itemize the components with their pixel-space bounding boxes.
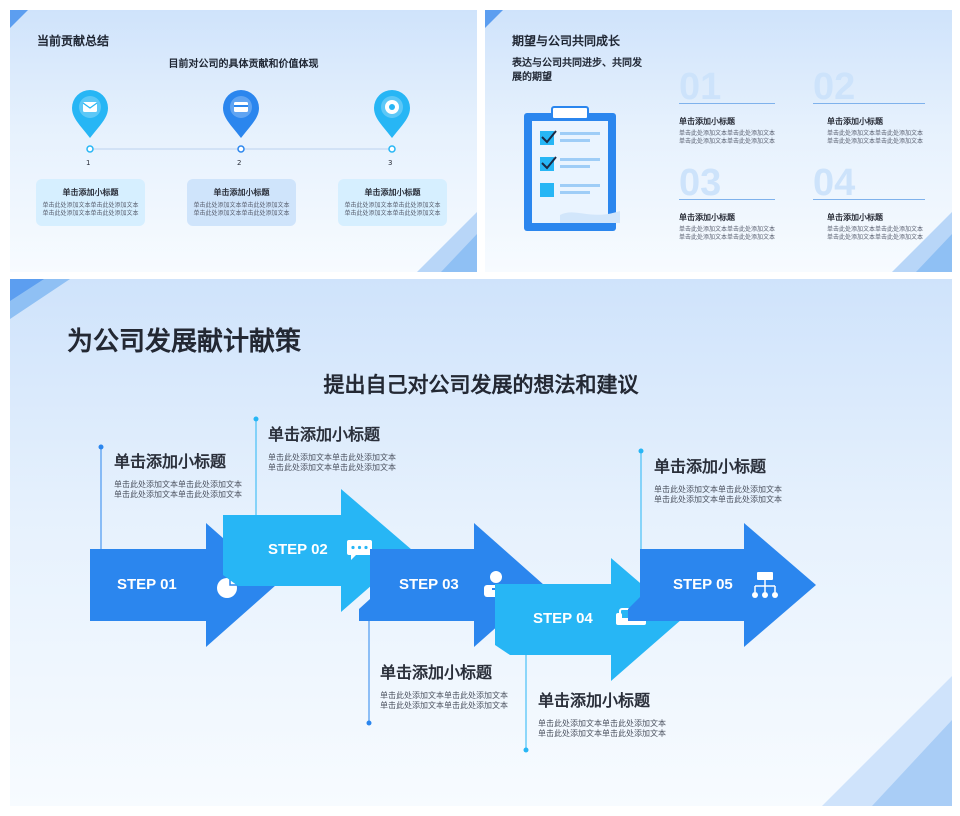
clipboard-illustration xyxy=(524,106,620,231)
slide-grow-together[interactable]: 期望与公司共同成长 表达与公司共同进步、共同发 展的期望 01 单击添加小标题 … xyxy=(485,10,952,272)
step-text: 单击此处添加文本单击此处添加文本 xyxy=(114,480,242,489)
step-text-04: 单击添加小标题 单击此处添加文本单击此处添加文本 单击此处添加文本单击此处添加文… xyxy=(538,687,666,739)
item-card[interactable]: 单击添加小标题 单击此处添加文本单击此处添加文本 单击此处添加文本单击此处添加文… xyxy=(187,179,296,226)
item-text: 单击此处添加文本单击此处添加文本 xyxy=(679,138,776,145)
step-text: 单击此处添加文本单击此处添加文本 xyxy=(380,691,508,700)
step-text: 单击此处添加文本单击此处添加文本 xyxy=(268,453,396,462)
step-text: 单击此处添加文本单击此处添加文本 xyxy=(538,729,666,738)
item-text: 单击此处添加文本单击此处添加文本 xyxy=(42,210,139,217)
location-pin xyxy=(72,90,108,138)
slide-subtitle: 目前对公司的具体贡献和价值体现 xyxy=(168,59,319,70)
slide-description: 展的期望 xyxy=(512,72,552,83)
item-text: 单击此处添加文本单击此处添加文本 xyxy=(193,202,290,209)
item-text: 单击此处添加文本单击此处添加文本 xyxy=(679,226,776,233)
slide-description: 表达与公司共同进步、共同发 xyxy=(512,58,642,69)
item-number: 01 xyxy=(679,66,722,108)
item-text: 单击此处添加文本单击此处添加文本 xyxy=(827,234,924,241)
target-icon xyxy=(385,100,399,114)
step-text-05: 单击添加小标题 单击此处添加文本单击此处添加文本 单击此处添加文本单击此处添加文… xyxy=(654,453,782,505)
step-label: STEP 05 xyxy=(673,576,733,593)
mail-icon xyxy=(82,102,98,112)
step-text: 单击此处添加文本单击此处添加文本 xyxy=(114,490,242,499)
step-heading: 单击添加小标题 xyxy=(654,457,767,476)
item-heading: 单击添加小标题 xyxy=(62,188,119,197)
item-text: 单击此处添加文本单击此处添加文本 xyxy=(679,130,776,137)
numbered-item[interactable]: 02 单击添加小标题 单击此处添加文本单击此处添加文本 单击此处添加文本单击此处… xyxy=(813,66,925,146)
item-text: 单击此处添加文本单击此处添加文本 xyxy=(344,202,441,209)
step-label: STEP 03 xyxy=(399,576,459,593)
item-text: 单击此处添加文本单击此处添加文本 xyxy=(42,202,139,209)
corner-decoration xyxy=(10,10,28,28)
slide-title: 当前贡献总结 xyxy=(37,34,110,48)
step-text: 单击此处添加文本单击此处添加文本 xyxy=(654,495,782,504)
item-number: 03 xyxy=(679,162,722,204)
item-text: 单击此处添加文本单击此处添加文本 xyxy=(827,130,924,137)
item-heading: 单击添加小标题 xyxy=(827,117,883,126)
step-label: STEP 02 xyxy=(268,541,328,558)
slide-title: 期望与公司共同成长 xyxy=(512,34,621,48)
step-text-03: 单击添加小标题 单击此处添加文本单击此处添加文本 单击此处添加文本单击此处添加文… xyxy=(380,659,508,711)
step-text: 单击此处添加文本单击此处添加文本 xyxy=(380,701,508,710)
item-text: 单击此处添加文本单击此处添加文本 xyxy=(827,138,924,145)
timeline-svg xyxy=(72,90,410,153)
item-text: 单击此处添加文本单击此处添加文本 xyxy=(344,210,441,217)
steps-arrows: STEP 01 STEP 02 STEP 03 xyxy=(90,489,816,681)
step-text: 单击此处添加文本单击此处添加文本 xyxy=(654,485,782,494)
corner-decoration xyxy=(822,676,952,806)
location-pin xyxy=(223,90,259,138)
item-heading: 单击添加小标题 xyxy=(213,188,270,197)
step-heading: 单击添加小标题 xyxy=(268,425,381,444)
step-heading: 单击添加小标题 xyxy=(380,663,493,682)
item-number: 2 xyxy=(237,159,242,167)
slide-subtitle: 提出自己对公司发展的想法和建议 xyxy=(323,373,639,397)
corner-decoration xyxy=(417,212,477,272)
item-text: 单击此处添加文本单击此处添加文本 xyxy=(827,226,924,233)
wallet-icon xyxy=(234,102,248,112)
step-label: STEP 04 xyxy=(533,610,593,627)
connector-lines xyxy=(98,416,644,753)
item-heading: 单击添加小标题 xyxy=(827,213,883,222)
step-heading: 单击添加小标题 xyxy=(114,452,227,471)
step-text: 单击此处添加文本单击此处添加文本 xyxy=(538,719,666,728)
numbered-item[interactable]: 03 单击添加小标题 单击此处添加文本单击此处添加文本 单击此处添加文本单击此处… xyxy=(679,162,775,242)
corner-decoration xyxy=(485,10,503,28)
corner-decoration xyxy=(10,279,70,319)
step-text: 单击此处添加文本单击此处添加文本 xyxy=(268,463,396,472)
item-card[interactable]: 单击添加小标题 单击此处添加文本单击此处添加文本 单击此处添加文本单击此处添加文… xyxy=(338,179,447,226)
step-arrow-02[interactable]: STEP 02 xyxy=(223,489,412,612)
item-number: 1 xyxy=(86,159,91,167)
item-number: 02 xyxy=(813,66,856,108)
item-heading: 单击添加小标题 xyxy=(679,213,735,222)
corner-decoration xyxy=(892,212,952,272)
org-chart-icon xyxy=(752,572,778,598)
item-number: 3 xyxy=(388,159,393,167)
step-text-02: 单击添加小标题 单击此处添加文本单击此处添加文本 单击此处添加文本单击此处添加文… xyxy=(268,421,396,473)
item-number: 04 xyxy=(813,162,856,204)
item-text: 单击此处添加文本单击此处添加文本 xyxy=(679,234,776,241)
chat-icon xyxy=(347,540,372,560)
numbered-item[interactable]: 04 单击添加小标题 单击此处添加文本单击此处添加文本 单击此处添加文本单击此处… xyxy=(813,162,925,242)
item-heading: 单击添加小标题 xyxy=(679,117,735,126)
slide-title: 为公司发展献计献策 xyxy=(67,327,302,357)
numbered-item[interactable]: 01 单击添加小标题 单击此处添加文本单击此处添加文本 单击此处添加文本单击此处… xyxy=(679,66,775,146)
step-text-01: 单击添加小标题 单击此处添加文本单击此处添加文本 单击此处添加文本单击此处添加文… xyxy=(114,448,242,500)
step-heading: 单击添加小标题 xyxy=(538,691,651,710)
item-heading: 单击添加小标题 xyxy=(364,188,421,197)
item-card[interactable]: 单击添加小标题 单击此处添加文本单击此处添加文本 单击此处添加文本单击此处添加文… xyxy=(36,179,145,226)
slide-suggestions[interactable]: 为公司发展献计献策 提出自己对公司发展的想法和建议 STEP 01 STEP 0… xyxy=(10,279,952,806)
step-label: STEP 01 xyxy=(117,576,177,593)
slide-contribution-summary[interactable]: 当前贡献总结 目前对公司的具体贡献和价值体现 xyxy=(10,10,477,272)
item-text: 单击此处添加文本单击此处添加文本 xyxy=(193,210,290,217)
step-arrow-05[interactable]: STEP 05 xyxy=(628,523,816,647)
